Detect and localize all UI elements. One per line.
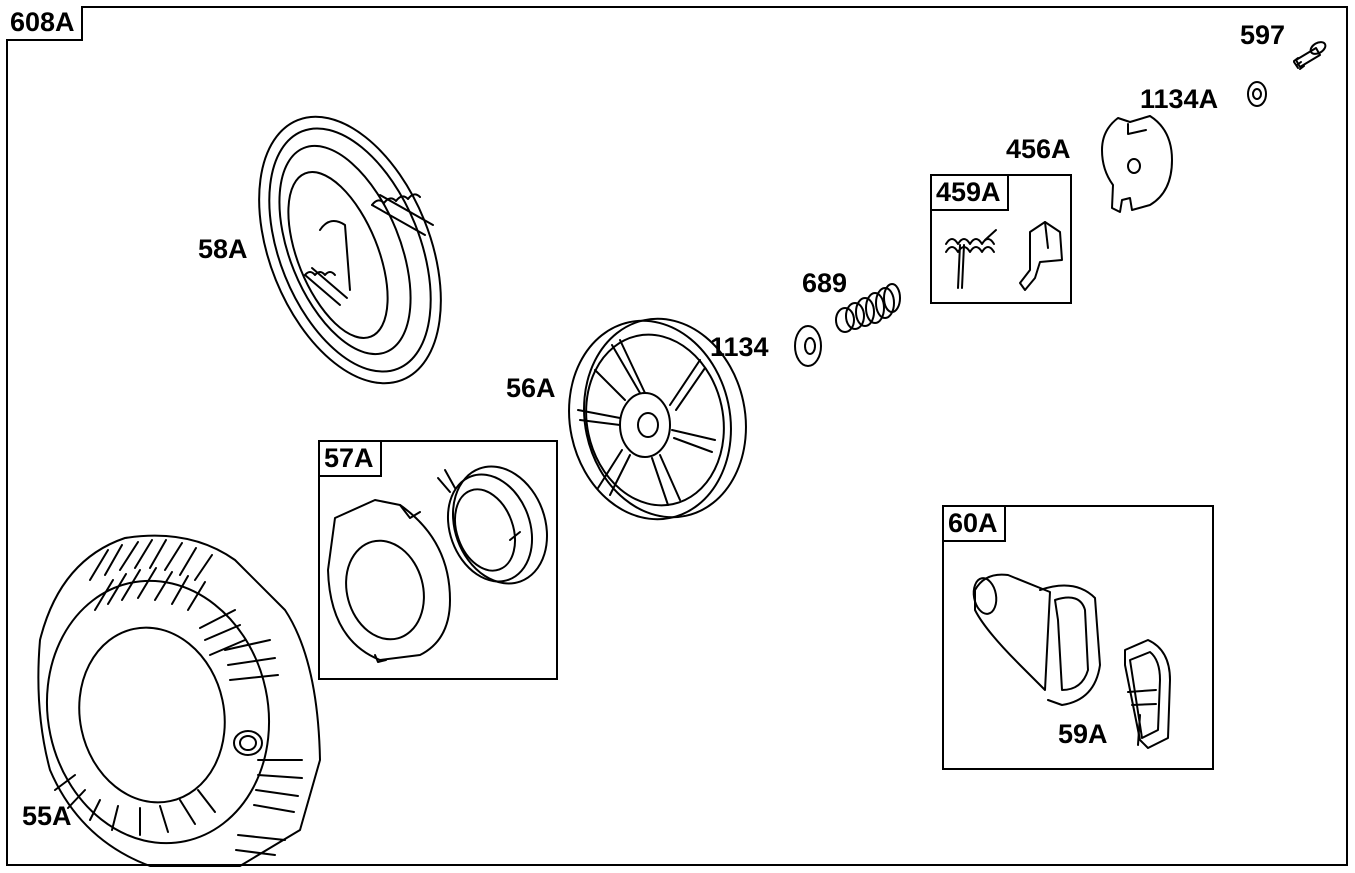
bolt-597-drawing	[1293, 41, 1327, 70]
pulley-56a-drawing	[568, 317, 747, 521]
group-box-60a: 60A	[942, 505, 1214, 770]
grip-59a-drawing	[1124, 639, 1171, 749]
retainer-456a-drawing	[1101, 115, 1173, 213]
diagram-frame	[6, 6, 1348, 866]
clutch-57a-drawing	[327, 465, 549, 663]
washer-1134-drawing	[794, 325, 822, 367]
group-box-57a: 57A	[318, 440, 558, 680]
part-label-456a: 456A	[1006, 134, 1071, 164]
part-label-59a: 59A	[1058, 719, 1108, 749]
part-label-597: 597	[1240, 20, 1286, 50]
part-label-56a: 56A	[506, 373, 556, 403]
pawl-459a-drawing	[945, 221, 1063, 291]
spring-58a-drawing	[258, 115, 442, 385]
housing-55a-drawing	[37, 534, 321, 867]
group-label-57a: 57A	[320, 442, 382, 477]
part-label-1134: 1134	[710, 332, 769, 362]
group-label-60a: 60A	[944, 507, 1006, 542]
part-label-1134a: 1134A	[1140, 84, 1219, 114]
main-part-label: 608A	[6, 6, 83, 41]
washer-1134a-drawing	[1247, 81, 1267, 107]
group-label-459a: 459A	[932, 176, 1009, 211]
part-label-689: 689	[802, 268, 848, 298]
part-label-55a: 55A	[22, 801, 72, 831]
group-box-459a: 459A	[930, 174, 1072, 304]
handle-60a-drawing	[972, 573, 1101, 706]
coil-spring-689-drawing	[835, 283, 901, 333]
part-label-58a: 58A	[198, 234, 248, 264]
